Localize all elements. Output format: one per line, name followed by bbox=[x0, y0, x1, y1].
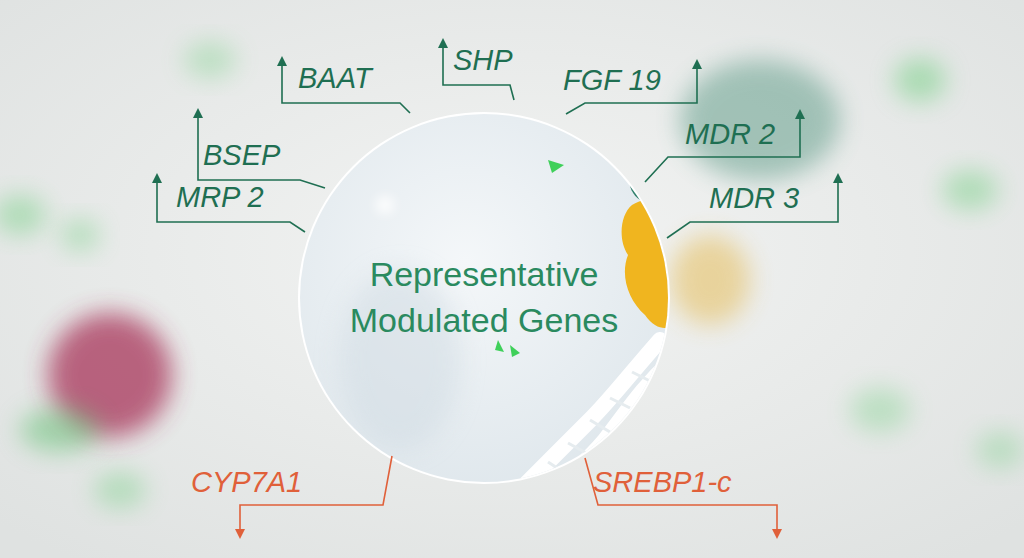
background-blobs bbox=[0, 42, 1024, 508]
gene-label: MRP 2 bbox=[176, 181, 264, 214]
gene-label: CYP7A1 bbox=[191, 466, 302, 499]
gene-label: SREBP1-c bbox=[593, 466, 732, 499]
circle-title: Representative Modulated Genes bbox=[339, 252, 629, 344]
gene-label: BAAT bbox=[298, 62, 372, 95]
gene-label: FGF 19 bbox=[563, 64, 661, 97]
gene-label: MDR 3 bbox=[709, 182, 799, 215]
gene-label: MDR 2 bbox=[685, 118, 775, 151]
circle-rim bbox=[298, 112, 670, 484]
gene-label: BSEP bbox=[203, 139, 280, 172]
leader-lines-up bbox=[157, 43, 838, 238]
circle-illustration bbox=[340, 140, 672, 510]
leader-lines-down bbox=[240, 456, 777, 534]
gene-label: SHP bbox=[453, 44, 513, 77]
gene-circle: Representative Modulated Genes bbox=[300, 114, 668, 482]
